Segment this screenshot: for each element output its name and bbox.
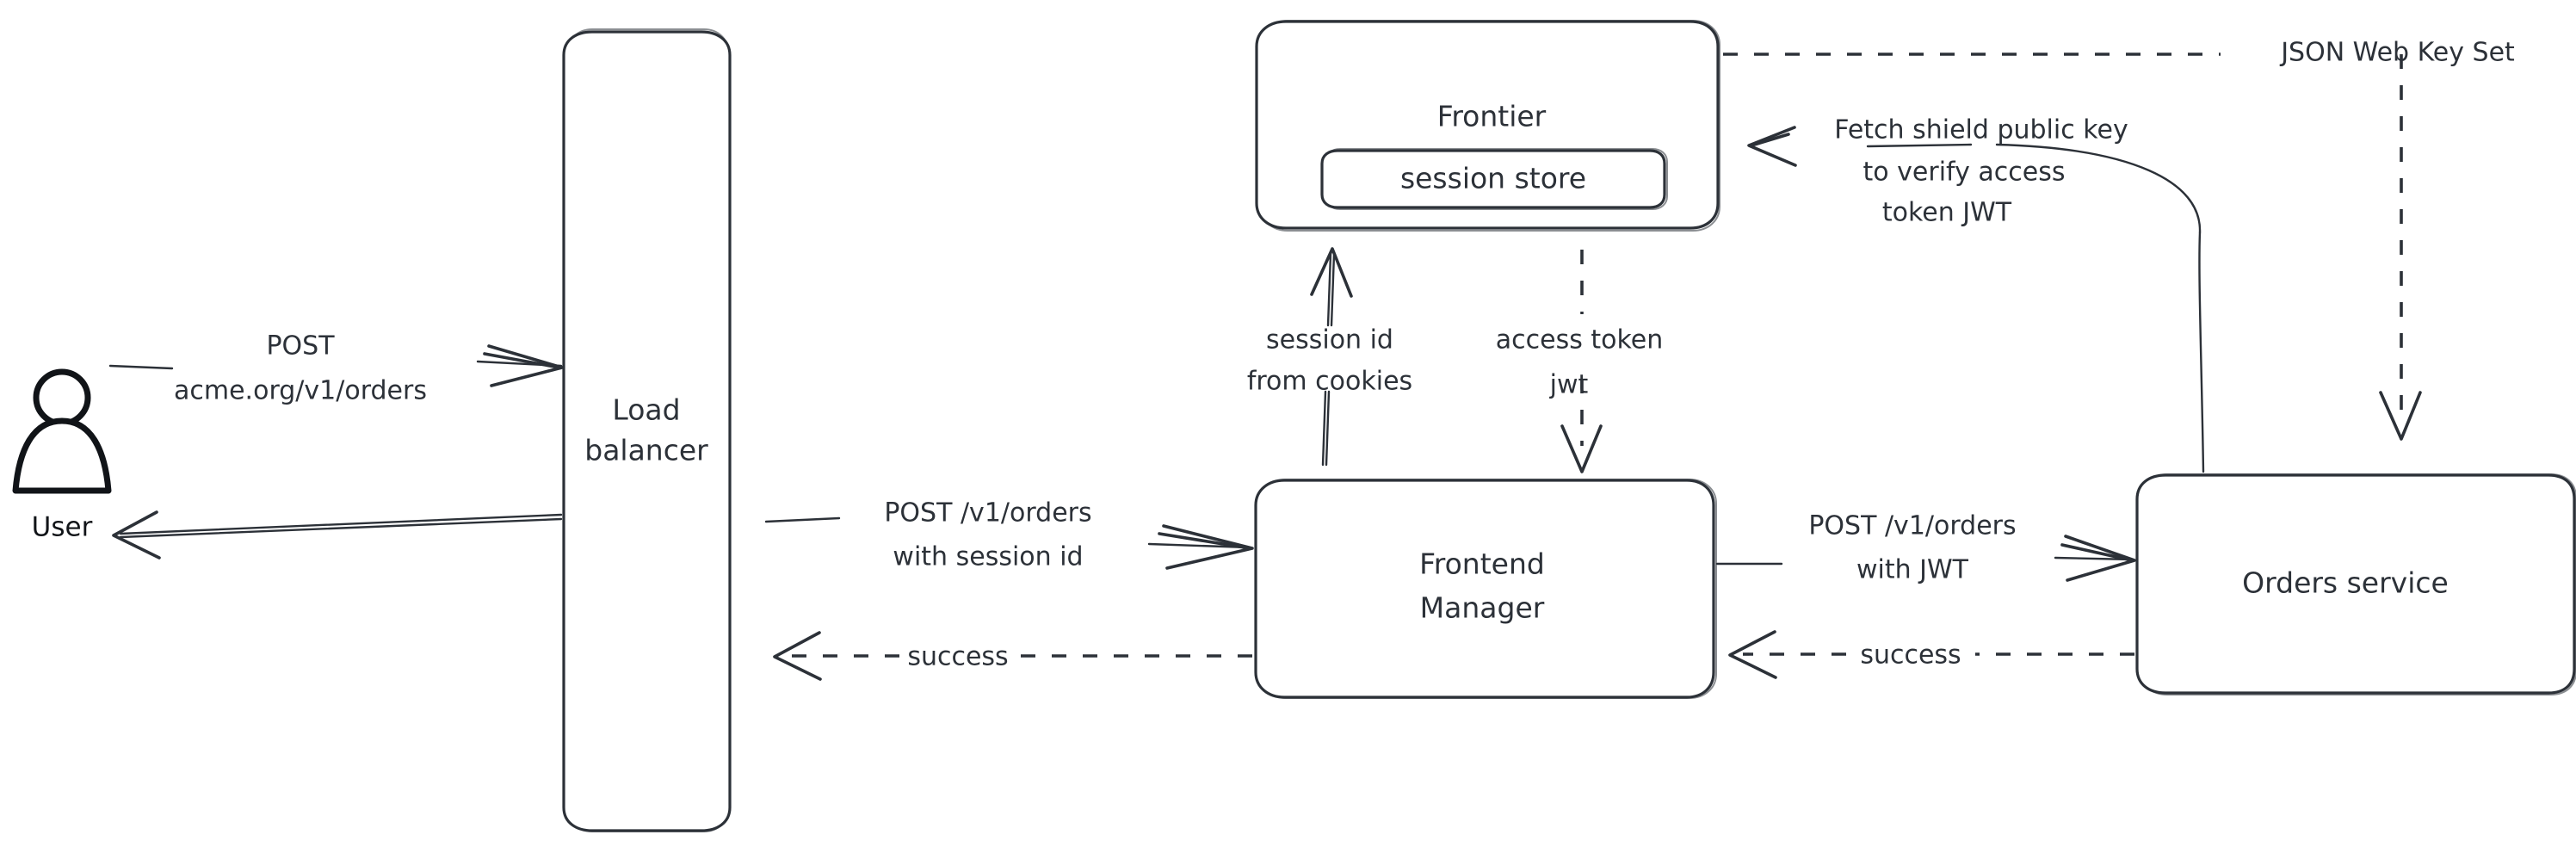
- edge-frontier-to-orders-jwks-label: JSON Web Key Set: [2279, 38, 2515, 68]
- edge-user-to-lb-label-line2: acme.org/v1/orders: [174, 376, 427, 406]
- node-session-store[interactable]: [1320, 148, 1668, 210]
- edge-orders-service-to-frontier: [1747, 126, 2205, 473]
- edge-user-to-lb-label-line1: POST: [266, 331, 335, 362]
- node-frontend-manager-label-line1: Frontend: [1419, 547, 1545, 581]
- edge-lb-to-fm-label-line2: with session id: [893, 542, 1083, 572]
- node-session-store-label: session store: [1400, 162, 1586, 195]
- node-orders-service-label: Orders service: [2242, 566, 2449, 600]
- edge-frontend-manager-to-load-balancer: [773, 631, 1252, 681]
- edge-fm-to-frontier-label-line1: session id: [1266, 325, 1393, 355]
- edge-fm-to-lb-success-label: success: [907, 642, 1008, 672]
- edge-fm-to-orders-label-line1: POST /v1/orders: [1808, 511, 2016, 541]
- edge-frontier-to-fm-label-line1: access token: [1496, 325, 1664, 355]
- edge-lb-to-fm-label-line1: POST /v1/orders: [884, 498, 1091, 529]
- edge-orders-to-fm-success-label: success: [1860, 640, 1961, 671]
- node-orders-service[interactable]: [2135, 473, 2576, 696]
- node-frontier-label: Frontier: [1437, 100, 1547, 133]
- edge-fm-to-frontier-label-line2: from cookies: [1247, 367, 1412, 397]
- edge-load-balancer-to-user: [112, 510, 563, 560]
- node-frontend-manager[interactable]: [1254, 479, 1717, 699]
- user-actor-icon: [12, 368, 112, 494]
- node-load-balancer[interactable]: [562, 28, 732, 832]
- edge-frontier-to-fm-label-line2: jwt: [1549, 370, 1589, 400]
- edge-frontend-manager-to-orders-service: [1715, 535, 2136, 582]
- edge-fm-to-orders-label-line2: with JWT: [1856, 555, 1969, 585]
- node-load-balancer-label-line1: Load: [612, 393, 680, 427]
- node-frontend-manager-label-line2: Manager: [1420, 591, 1545, 625]
- edge-frontier-to-orders-service: [1723, 53, 2422, 441]
- edge-frontier-to-frontend-manager: [1560, 250, 1603, 473]
- node-load-balancer-label-line2: balancer: [584, 434, 708, 467]
- edge-orders-to-frontier-label-line3: token JWT: [1882, 198, 2012, 228]
- user-actor-label: User: [32, 512, 93, 543]
- edge-orders-to-frontier-label-line1: Fetch shield public key: [1834, 115, 2128, 145]
- edge-orders-service-to-frontend-manager: [1728, 630, 2134, 679]
- edge-load-balancer-to-frontend-manager: [764, 516, 1254, 570]
- edge-orders-to-frontier-label-line2: to verify access: [1863, 158, 2066, 188]
- edge-user-to-load-balancer: [108, 344, 564, 387]
- edge-frontend-manager-to-frontier: [1310, 247, 1353, 467]
